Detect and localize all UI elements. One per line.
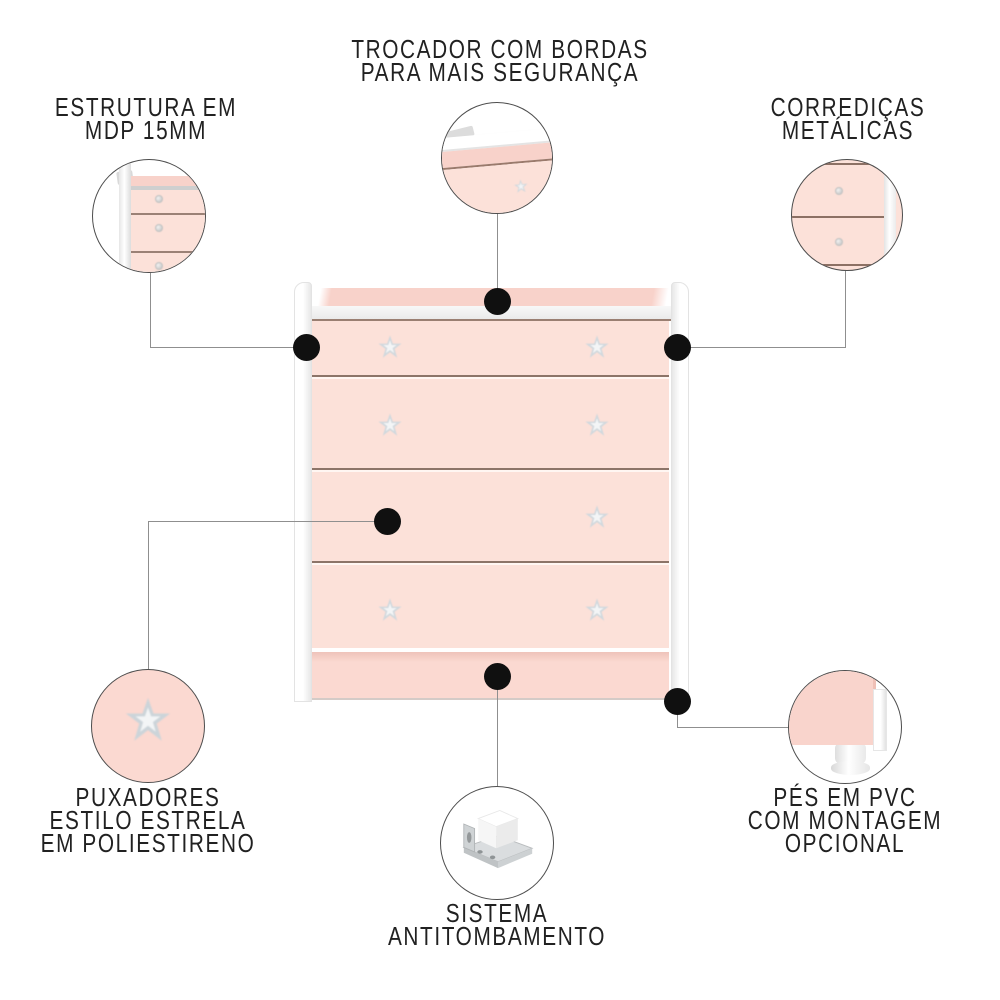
knob-icon (155, 224, 163, 232)
connector-line (148, 521, 149, 669)
label-line: OPCIONAL (784, 828, 906, 858)
knob-icon (835, 238, 843, 246)
dresser-illustration (294, 278, 689, 702)
callout-dot-changing-top (484, 288, 511, 315)
connector-line (677, 347, 845, 348)
label-line: TROCADOR COM BORDAS (351, 34, 649, 64)
dresser-side-panel-left (294, 282, 312, 702)
label-line: ESTRUTURA EM (54, 92, 238, 122)
callout-dot-pvc-foot (664, 688, 691, 715)
knob-icon (155, 262, 163, 270)
connector-line (497, 676, 498, 786)
callout-dot-structure (293, 334, 320, 361)
connector-line (845, 271, 846, 348)
label-line: ANTITOMBAMENTO (387, 921, 607, 951)
callout-circle-structure (92, 159, 206, 273)
pvc-foot-image (831, 761, 870, 775)
connector-line (497, 214, 498, 302)
label-line: SISTEMA (445, 898, 549, 928)
anti-tip-bracket-image (462, 810, 534, 869)
label-structure: ESTRUTURA EM MDP 15MM (26, 92, 266, 145)
label-pvc-feet: PÉS EM PVC COM MONTAGEM OPCIONAL (717, 782, 973, 858)
drawer-separator (312, 561, 669, 563)
knob-icon (155, 195, 163, 203)
knob-icon (835, 187, 843, 195)
label-line: COM MONTAGEM (747, 805, 943, 835)
callout-circle-anti-tip (440, 786, 554, 900)
drawer-front-detail (131, 176, 205, 272)
star-handle-icon (585, 598, 609, 622)
connector-line (677, 727, 789, 728)
callout-circle-changing-top (441, 102, 553, 214)
label-line: MDP 15MM (84, 115, 208, 145)
label-changing-top: TROCADOR COM BORDAS PARA MAIS SEGURANÇA (300, 34, 700, 87)
label-line: EM POLIESTIRENO (40, 828, 256, 858)
label-anti-tip: SISTEMA ANTITOMBAMENTO (353, 898, 641, 951)
label-line: PÉS EM PVC (773, 782, 917, 812)
connector-line (150, 273, 151, 348)
star-handle-icon (513, 179, 528, 194)
callout-dot-star-handle (374, 508, 401, 535)
label-star-handles: PUXADORES ESTILO ESTRELA EM POLIESTIRENO (20, 782, 276, 858)
connector-line (150, 347, 307, 348)
star-handle-icon (378, 413, 402, 437)
label-line: ESTILO ESTRELA (49, 805, 247, 835)
side-panel-detail (873, 689, 887, 751)
label-line: PUXADORES (75, 782, 221, 812)
connector-line (148, 521, 388, 522)
drawer-separator (312, 468, 669, 470)
star-handle-icon (378, 598, 402, 622)
side-panel-detail (884, 160, 896, 270)
star-handle-icon (585, 335, 609, 359)
callout-dot-anti-tip (484, 663, 511, 690)
label-line: PARA MAIS SEGURANÇA (360, 57, 640, 87)
dresser-top-shadow-line (310, 319, 673, 321)
drawer-separator (312, 375, 669, 377)
side-panel-detail (119, 160, 131, 272)
callout-circle-pvc-foot (788, 670, 902, 784)
label-line: METÁLICAS (781, 115, 915, 145)
star-handle-icon (378, 335, 402, 359)
star-handle-icon (585, 413, 609, 437)
label-line: CORREDIÇAS (770, 92, 926, 122)
base-panel-detail (789, 671, 876, 745)
dresser-drawers (312, 321, 669, 648)
star-handle-icon (585, 505, 609, 529)
star-handle-icon (125, 697, 171, 743)
callout-dot-metal-slides (664, 334, 691, 361)
callout-circle-metal-slides (791, 159, 903, 271)
pvc-foot-image (835, 744, 866, 764)
top-edge-detail (442, 126, 552, 213)
callout-circle-star-handle (91, 669, 205, 783)
label-metal-slides: CORREDIÇAS METÁLICAS (728, 92, 968, 145)
